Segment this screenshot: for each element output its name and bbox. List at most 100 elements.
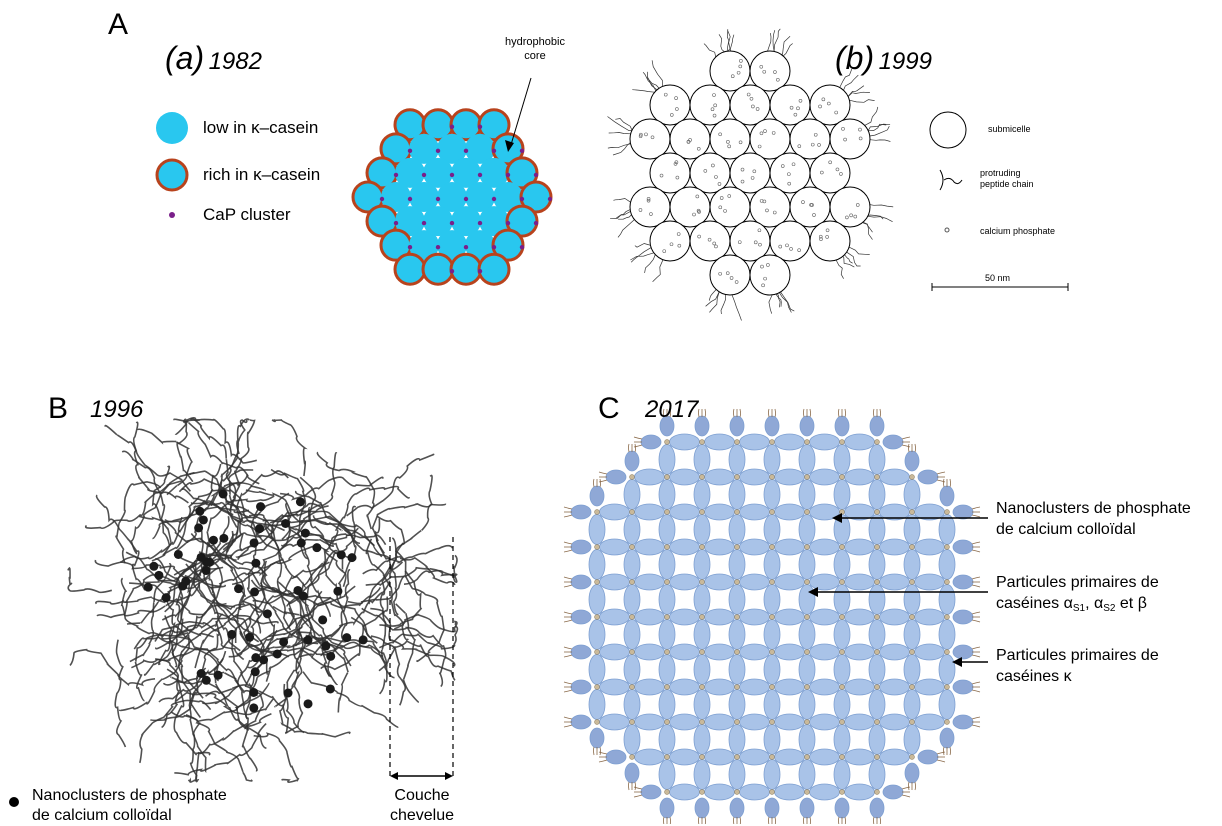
- panel-b-legend: Nanoclusters de phosphate de calcium col…: [32, 787, 227, 824]
- kappa-hair: [803, 816, 805, 824]
- calcium-phosphate: [753, 240, 758, 245]
- casein-chain: [371, 503, 447, 554]
- primary-particle-kappa: [904, 762, 920, 784]
- primary-particle-alpha-beta: [833, 549, 851, 580]
- primary-particle-kappa: [570, 574, 592, 590]
- calcium-phosphate: [692, 212, 696, 217]
- protruding-chain: [720, 294, 726, 315]
- primary-particle-alpha-beta: [739, 433, 770, 451]
- nanocluster: [173, 549, 183, 559]
- primary-particle-alpha-beta: [879, 538, 910, 556]
- primary-particle-alpha-beta: [879, 608, 910, 626]
- calcium-phosphate: [810, 203, 814, 207]
- primary-particle-kappa: [659, 797, 675, 819]
- casein-chain: [210, 419, 248, 507]
- calcium-phosphate: [791, 162, 796, 167]
- primary-particle-alpha-beta: [693, 514, 711, 545]
- calcium-phosphate: [821, 97, 826, 102]
- legend-cap-cluster-symbol: [169, 212, 175, 218]
- kappa-hair: [774, 816, 776, 824]
- protruding-chain: [781, 35, 791, 56]
- submicelle: [749, 50, 791, 92]
- primary-particle-alpha-beta: [669, 503, 700, 521]
- primary-particle-alpha-beta: [774, 608, 805, 626]
- calcium-phosphate: [858, 127, 862, 132]
- kappa-hair: [879, 816, 881, 824]
- primary-particle-alpha-beta: [879, 643, 910, 661]
- primary-particle-alpha-beta: [903, 654, 921, 685]
- primary-particle-alpha-beta: [728, 759, 746, 790]
- kappa-hair: [663, 816, 665, 824]
- primary-particle-alpha-beta: [914, 538, 945, 556]
- calcium-phosphate: [712, 241, 717, 246]
- annotation-primary-kappa: Particules primaires de caséines κ: [996, 647, 1159, 685]
- casein-chain: [379, 561, 404, 664]
- submicelle: [709, 118, 751, 160]
- primary-particle-alpha-beta: [599, 713, 630, 731]
- kappa-hair: [971, 576, 981, 580]
- casein-chain: [155, 558, 214, 638]
- nanocluster-node: [699, 614, 705, 620]
- nanocluster-node: [769, 474, 775, 480]
- kappa-hair: [803, 408, 805, 418]
- nanocluster: [219, 533, 229, 543]
- nanocluster: [227, 629, 237, 639]
- primary-particle-alpha-beta: [868, 654, 886, 685]
- nanocluster-node: [629, 509, 635, 515]
- nanocluster-node: [664, 684, 670, 690]
- primary-particle-kappa: [640, 434, 662, 450]
- nanocluster-node: [699, 649, 705, 655]
- kappa-hair: [563, 681, 573, 685]
- calcium-phosphate: [858, 136, 863, 141]
- protruding-chain: [727, 30, 731, 52]
- nanocluster-node: [874, 474, 880, 480]
- submicelle-low-kappa: [479, 157, 509, 188]
- nanocluster: [303, 635, 313, 645]
- primary-particle-alpha-beta: [693, 479, 711, 510]
- primary-particle-kappa: [904, 450, 920, 472]
- primary-particle-alpha-beta: [739, 643, 770, 661]
- primary-particle-alpha-beta: [798, 759, 816, 790]
- calcium-phosphate: [738, 64, 743, 69]
- primary-particle-kappa: [952, 539, 974, 555]
- nanocluster-node: [909, 649, 915, 655]
- submicelle: [749, 186, 791, 228]
- primary-particle-alpha-beta: [938, 689, 956, 720]
- calcium-phosphate: [798, 98, 803, 103]
- legend-protruding-chain-symbol: [939, 169, 963, 191]
- calcium-phosphate: [818, 104, 822, 109]
- kappa-hair: [739, 816, 741, 824]
- kappa-hair: [768, 408, 770, 418]
- calcium-phosphate: [669, 242, 674, 247]
- primary-particle-alpha-beta: [739, 678, 770, 696]
- calcium-phosphate: [755, 107, 760, 111]
- calcium-phosphate: [712, 113, 717, 118]
- casein-chain: [389, 474, 433, 574]
- kappa-hair: [634, 443, 636, 453]
- cap-cluster: [393, 172, 399, 178]
- submicelle-low-kappa: [465, 133, 495, 164]
- kappa-hair: [971, 549, 981, 553]
- submicelle: [749, 118, 791, 160]
- casein-chain: [231, 502, 292, 586]
- calcium-phosphate: [649, 212, 653, 216]
- kappa-hair: [599, 746, 601, 756]
- primary-particle-alpha-beta: [634, 713, 665, 731]
- primary-particle-alpha-beta: [704, 678, 735, 696]
- kappa-hair: [669, 816, 671, 824]
- primary-particle-alpha-beta: [634, 538, 665, 556]
- protruding-chain: [607, 116, 633, 131]
- protruding-chain: [864, 106, 879, 126]
- primary-particle-alpha-beta: [763, 549, 781, 580]
- casein-chain: [236, 510, 307, 589]
- nanocluster-node: [874, 509, 880, 515]
- casein-chain: [295, 631, 349, 713]
- protruding-chain: [867, 215, 893, 223]
- casein-chain: [281, 530, 387, 547]
- kappa-hair: [901, 794, 911, 798]
- protruding-chain: [607, 143, 631, 149]
- primary-particle-kappa: [882, 784, 904, 800]
- calcium-phosphate: [740, 179, 745, 184]
- primary-particle-kappa: [882, 434, 904, 450]
- calcium-phosphate: [696, 208, 701, 213]
